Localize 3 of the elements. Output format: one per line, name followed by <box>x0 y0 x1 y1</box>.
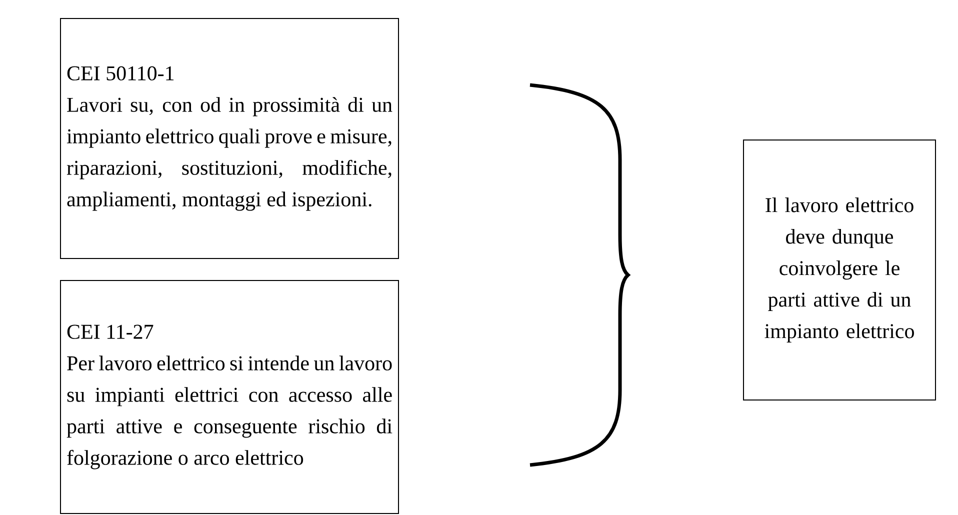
text-box: CEI 11-27 Per lavoro elettrico si intende un lavoro su impianti elettrici con accesso alle parti attive e conseguente rischio di folgorazione o arco elettrico <box>60 280 399 514</box>
text-box: CEI 50110-1 Lavori su, con od in prossimità di un impianto elettrico quali prove e misure, riparazioni, sostituzioni, modifiche, ampliamenti, montaggi ed ispezioni. <box>60 18 399 259</box>
text-box: Il lavoro elettrico deve dunque coinvolgere le parti attive di un impianto elettrico <box>743 140 936 400</box>
